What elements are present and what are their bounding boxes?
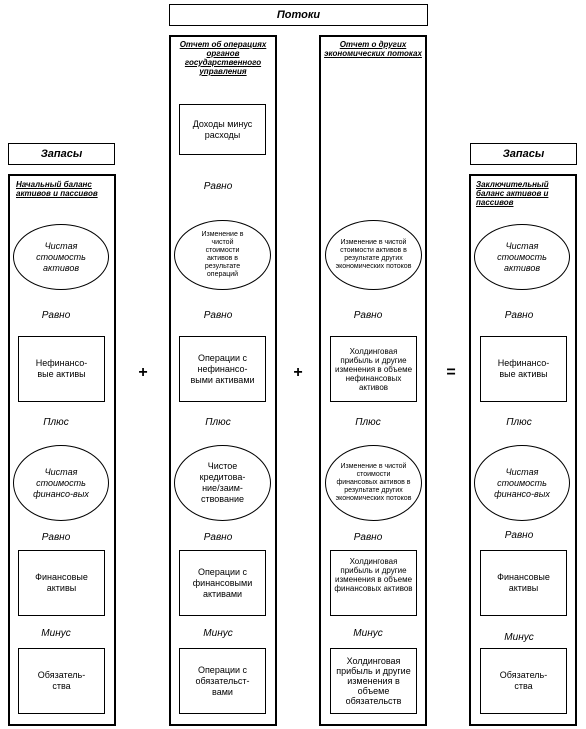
other-flows-financial-box-label: Холдинговая прибыль и другие изменения в… <box>334 557 413 593</box>
operations-equals2-label: Равно <box>203 532 233 543</box>
operations-financial-box: Операции с финансовыми активами <box>179 550 266 616</box>
other-flows-column <box>319 35 427 726</box>
stocks-right-financial-box: Финансовые активы <box>480 550 567 616</box>
operations-net-worth-label: Изменение в чистой стоимости активов в р… <box>201 231 244 278</box>
stocks-right-financial-net-ellipse: Чистая стоимость финансо-вых <box>474 445 570 521</box>
stocks-left-liabilities-label: Обязатель-ства <box>37 670 86 691</box>
other-flows-financial-label: Изменение в чистой стоимости финансовых … <box>335 463 412 502</box>
operations-minus-label: Минус <box>203 628 233 639</box>
stocks-left-header-label: Запасы <box>40 148 83 160</box>
equals-operator: = <box>446 364 456 381</box>
stocks-left-header: Запасы <box>8 143 115 165</box>
stocks-left-column <box>8 174 116 726</box>
stocks-right-header: Запасы <box>470 143 577 165</box>
operations-equals1-label: Равно <box>203 310 233 321</box>
other-flows-plus-label: Плюс <box>355 417 381 428</box>
stocks-right-liabilities-box: Обязатель-ства <box>480 648 567 714</box>
flows-header-label: Потоки <box>276 9 321 21</box>
other-flows-financial-box: Холдинговая прибыль и другие изменения в… <box>330 550 417 616</box>
other-flows-net-worth-ellipse: Изменение в чистой стоимости активов в р… <box>325 220 422 290</box>
stocks-left-equals2-label: Равно <box>41 532 71 543</box>
operations-equals0-label: Равно <box>203 181 233 192</box>
stocks-right-header-label: Запасы <box>502 148 545 160</box>
operations-nonfinancial-box: Операции с нефинансо-выми активами <box>179 336 266 402</box>
operations-liabilities-box: Операции с обязательст-вами <box>179 648 266 714</box>
operations-revenue-label: Доходы минус расходы <box>192 118 253 140</box>
stocks-right-column <box>469 174 577 726</box>
stocks-left-financial-net-ellipse: Чистая стоимость финансо-вых <box>13 445 109 521</box>
other-flows-equals1-label: Равно <box>353 310 383 321</box>
other-flows-financial-ellipse: Изменение в чистой стоимости финансовых … <box>325 445 422 521</box>
stocks-left-title: Начальный баланс активов и пассивов <box>16 180 98 198</box>
stocks-right-nonfinancial-box: Нефинансо-вые активы <box>480 336 567 402</box>
plus-operator-1: + <box>138 364 148 381</box>
stocks-left-net-worth-label: Чистая стоимость активов <box>36 240 86 273</box>
other-flows-nonfinancial-box: Холдинговая прибыль и другие изменения в… <box>330 336 417 402</box>
stocks-right-financial-net-label: Чистая стоимость финансо-вых <box>494 466 550 499</box>
operations-plus-label: Плюс <box>205 417 231 428</box>
stocks-right-equals2-label: Равно <box>504 530 534 541</box>
stocks-right-financial-label: Финансовые активы <box>497 572 550 593</box>
operations-lending-ellipse: Чистое кредитова-ние/заим-ствование <box>174 445 271 521</box>
stocks-right-plus-label: Плюс <box>506 417 532 428</box>
operations-lending-label: Чистое кредитова-ние/заим-ствование <box>199 461 246 504</box>
stocks-left-nonfinancial-box: Нефинансо-вые активы <box>18 336 105 402</box>
operations-title: Отчет об операциях органов государственн… <box>179 40 267 76</box>
stocks-right-liabilities-label: Обязатель-ства <box>499 670 548 691</box>
operations-liabilities-label: Операции с обязательст-вами <box>195 664 250 697</box>
stocks-right-equals-label: Равно <box>504 310 534 321</box>
stocks-right-minus-label: Минус <box>504 632 534 643</box>
stocks-right-net-worth-ellipse: Чистая стоимость активов <box>474 224 570 290</box>
other-flows-net-worth-label: Изменение в чистой стоимости активов в р… <box>335 239 412 270</box>
operations-column <box>169 35 277 726</box>
stocks-left-liabilities-box: Обязатель-ства <box>18 648 105 714</box>
other-flows-minus-label: Минус <box>353 628 383 639</box>
operations-revenue-box: Доходы минус расходы <box>179 104 266 155</box>
operations-financial-label: Операции с финансовыми активами <box>192 566 253 599</box>
stocks-left-financial-box: Финансовые активы <box>18 550 105 616</box>
stocks-left-financial-net-label: Чистая стоимость финансо-вых <box>33 466 89 499</box>
other-flows-title: Отчет о других экономических потоках <box>324 40 422 58</box>
flows-header: Потоки <box>169 4 428 26</box>
stocks-left-equals-label: Равно <box>41 310 71 321</box>
stocks-left-plus-label: Плюс <box>43 417 69 428</box>
stocks-left-financial-label: Финансовые активы <box>35 572 88 593</box>
stocks-right-nonfinancial-label: Нефинансо-вые активы <box>497 358 550 379</box>
stocks-right-title: Заключительный баланс активов и пассивов <box>476 180 549 207</box>
plus-operator-2: + <box>293 364 303 381</box>
operations-nonfinancial-label: Операции с нефинансо-выми активами <box>190 352 255 385</box>
other-flows-liabilities-label: Холдинговая прибыль и другие изменения в… <box>336 656 411 706</box>
other-flows-equals2-label: Равно <box>353 532 383 543</box>
stocks-left-nonfinancial-label: Нефинансо-вые активы <box>35 358 88 379</box>
stocks-left-net-worth-ellipse: Чистая стоимость активов <box>13 224 109 290</box>
other-flows-nonfinancial-label: Холдинговая прибыль и другие изменения в… <box>334 346 413 392</box>
stocks-left-minus-label: Минус <box>41 628 71 639</box>
other-flows-liabilities-box: Холдинговая прибыль и другие изменения в… <box>330 648 417 714</box>
operations-net-worth-ellipse: Изменение в чистой стоимости активов в р… <box>174 220 271 290</box>
stocks-right-net-worth-label: Чистая стоимость активов <box>497 240 547 273</box>
